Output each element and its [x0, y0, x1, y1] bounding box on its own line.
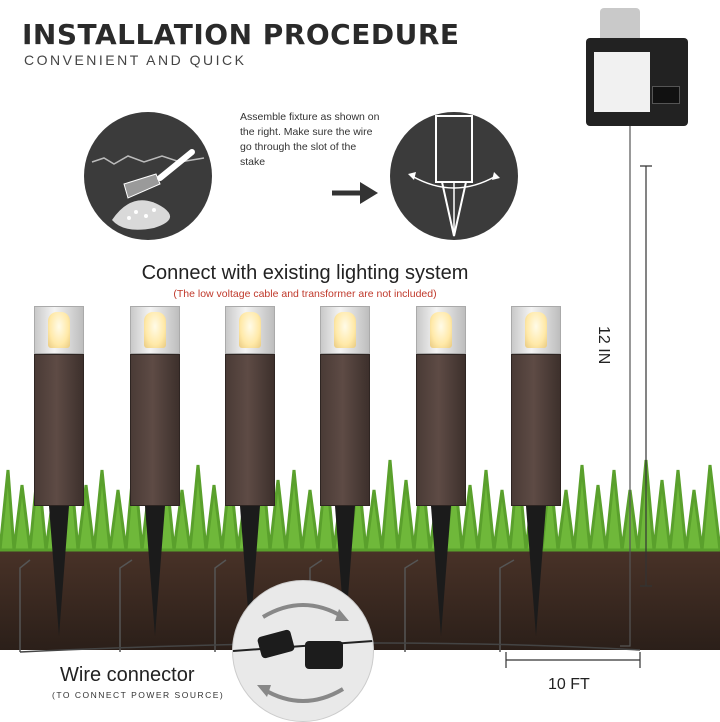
bulb-icon — [48, 312, 70, 348]
digging-illustration — [84, 112, 212, 240]
bulb-icon — [334, 312, 356, 348]
transformer-label-panel — [594, 52, 650, 112]
connector-icon — [233, 603, 373, 703]
wire-connector-sublabel: (TO CONNECT POWER SOURCE) — [52, 690, 225, 700]
trowel-icon — [91, 149, 205, 230]
wire-connector-illustration — [232, 580, 374, 722]
stake-assembly-illustration — [390, 112, 518, 240]
transformer-display — [652, 86, 680, 104]
length-dimension: 10 FT — [548, 676, 590, 693]
transformer — [586, 38, 688, 126]
height-dimension: 12 IN — [595, 326, 612, 365]
bulb-icon — [525, 312, 547, 348]
bulb-icon — [144, 312, 166, 348]
transformer-cover — [600, 8, 640, 38]
not-included-note: (The low voltage cable and transformer a… — [173, 288, 437, 300]
bulb-icon — [430, 312, 452, 348]
path-light-fixture — [225, 306, 275, 636]
path-light-fixture — [511, 306, 561, 636]
bulb-icon — [239, 312, 261, 348]
rotate-arrows-icon — [408, 115, 500, 237]
wire-connector-label: Wire connector — [60, 664, 195, 686]
dimension-line-vertical — [620, 126, 652, 647]
assembly-instruction: Assemble fixture as shown on the right. … — [240, 111, 380, 168]
arrow-right-icon — [332, 182, 378, 204]
page-subtitle: CONVENIENT AND QUICK — [24, 52, 247, 68]
path-light-fixture — [34, 306, 84, 636]
path-light-fixture — [130, 306, 180, 636]
path-light-fixture — [416, 306, 466, 636]
dimension-line-horizontal — [505, 652, 641, 668]
section-heading: Connect with existing lighting system — [141, 262, 469, 284]
path-light-fixture — [320, 306, 370, 636]
page-title: INSTALLATION PROCEDURE — [22, 18, 460, 51]
